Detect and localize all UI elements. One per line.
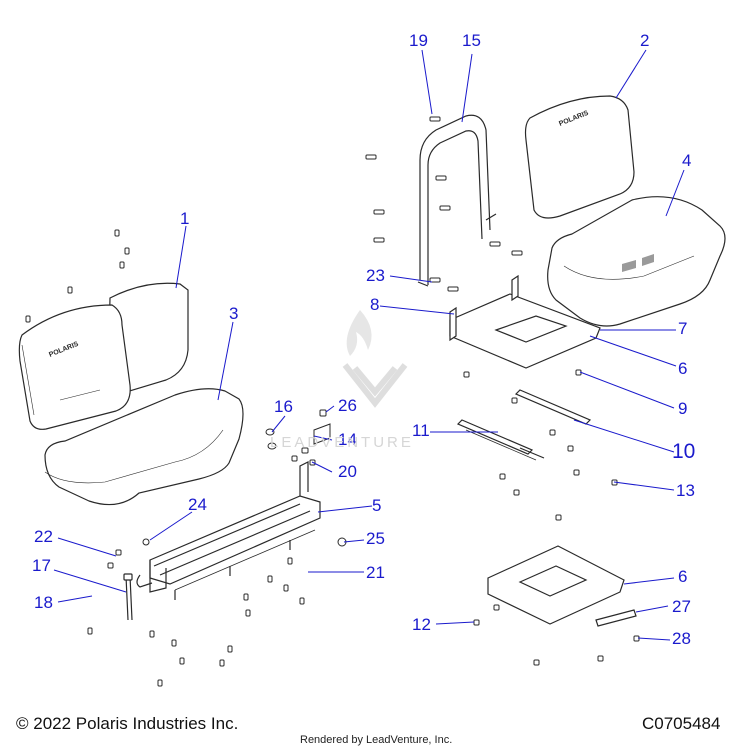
- callout-2: 2: [640, 31, 650, 50]
- seat-back-frame-tube: [417, 114, 497, 287]
- callout-5: 5: [372, 496, 382, 515]
- right-fasteners: [365, 116, 640, 666]
- callout-11: 11: [412, 421, 430, 440]
- callout-8: 8: [370, 295, 380, 314]
- callout-22: 22: [34, 527, 53, 546]
- watermark-text: LEADVENTURE: [270, 434, 414, 451]
- callout-28: 28: [672, 629, 691, 648]
- seat-slide-rails: [456, 389, 592, 461]
- callout-13: 13: [676, 481, 695, 500]
- callout-1: 1: [180, 209, 190, 228]
- left-seat-backrest-assembly: [18, 282, 189, 430]
- callout-19: 19: [409, 31, 428, 50]
- left-seat-bottom: [44, 388, 244, 506]
- callout-10: 10: [672, 440, 696, 463]
- callout-6-lower: 6: [678, 567, 688, 586]
- right-seat-bottom: [547, 196, 726, 327]
- callout-6: 6: [678, 359, 688, 378]
- callout-17: 17: [32, 556, 51, 575]
- callout-14: 14: [338, 430, 357, 449]
- callout-18: 18: [34, 593, 53, 612]
- retaining-strap: [595, 609, 637, 627]
- diagram-id: C0705484: [642, 714, 721, 733]
- callout-12: 12: [412, 615, 431, 634]
- callout-25: 25: [366, 529, 385, 548]
- right-seat-backrest: [524, 95, 635, 219]
- callout-3: 3: [229, 304, 239, 323]
- callout-7: 7: [678, 319, 688, 338]
- callout-20: 20: [338, 462, 357, 481]
- callout-9: 9: [678, 399, 688, 418]
- leadventure-watermark-logo: [342, 310, 408, 408]
- callout-4: 4: [682, 151, 692, 170]
- callout-15: 15: [462, 31, 481, 50]
- left-seat-frame: [136, 461, 321, 600]
- rendered-by-text: Rendered by LeadVenture, Inc.: [300, 734, 453, 746]
- callout-26: 26: [338, 396, 357, 415]
- copyright-text: © 2022 Polaris Industries Inc.: [16, 714, 239, 733]
- callout-23: 23: [366, 266, 385, 285]
- lower-seat-plate: [487, 545, 625, 625]
- callout-24: 24: [188, 495, 207, 514]
- callout-16: 16: [274, 397, 293, 416]
- callout-27: 27: [672, 597, 691, 616]
- callout-leader-lines: [53, 49, 685, 641]
- gas-strut: [123, 573, 133, 621]
- callout-21: 21: [366, 563, 385, 582]
- left-fasteners: [25, 229, 305, 687]
